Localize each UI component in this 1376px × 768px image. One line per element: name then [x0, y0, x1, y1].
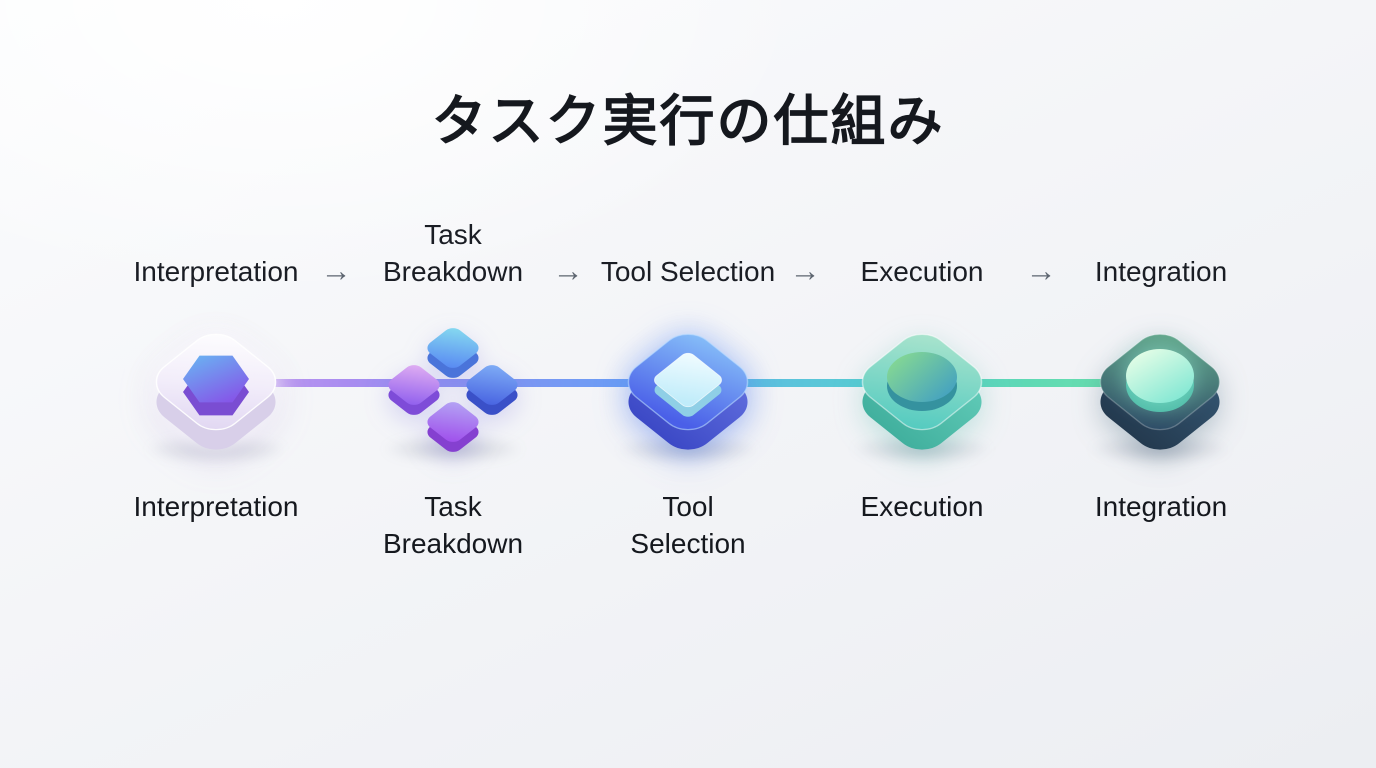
ellipse-button-icon — [861, 333, 983, 450]
arrow-right-icon: → — [552, 253, 584, 288]
step-label-execution: Execution — [860, 491, 984, 522]
flow-step-label-interpretation: Interpretation — [133, 256, 299, 287]
arrow-right-icon: → — [789, 253, 821, 288]
step-label-task-breakdown: Task Breakdown — [382, 491, 524, 559]
step-icon-tool-selection — [608, 316, 768, 466]
glowing-circle-icon — [1099, 333, 1221, 450]
step-icon-integration — [1080, 316, 1240, 466]
page-title: タスク実行の仕組み — [431, 90, 945, 152]
step-label-interpretation: Interpretation — [133, 491, 299, 522]
step-icon-execution — [842, 316, 1002, 466]
flow-step-label-tool-selection: Tool Selection — [600, 256, 776, 287]
step-icon-interpretation — [136, 316, 296, 466]
four-tiles-icon — [388, 328, 518, 452]
step-label-tool-selection: Tool Selection — [630, 491, 746, 559]
step-label-integration: Integration — [1094, 491, 1228, 522]
step-icon-task-breakdown — [373, 316, 533, 466]
arrow-right-icon: → — [1025, 253, 1057, 288]
square-tile-icon — [627, 333, 749, 450]
flow-step-label-integration: Integration — [1094, 256, 1228, 287]
flow-step-label-execution: Execution — [860, 256, 984, 287]
flow-text-row: Interpretation → Task Breakdown → Tool S… — [0, 216, 1376, 290]
arrow-right-icon: → — [320, 253, 352, 288]
hexagon-tile-icon — [155, 333, 277, 450]
flow-step-label-task-breakdown: Task Breakdown — [382, 219, 524, 287]
